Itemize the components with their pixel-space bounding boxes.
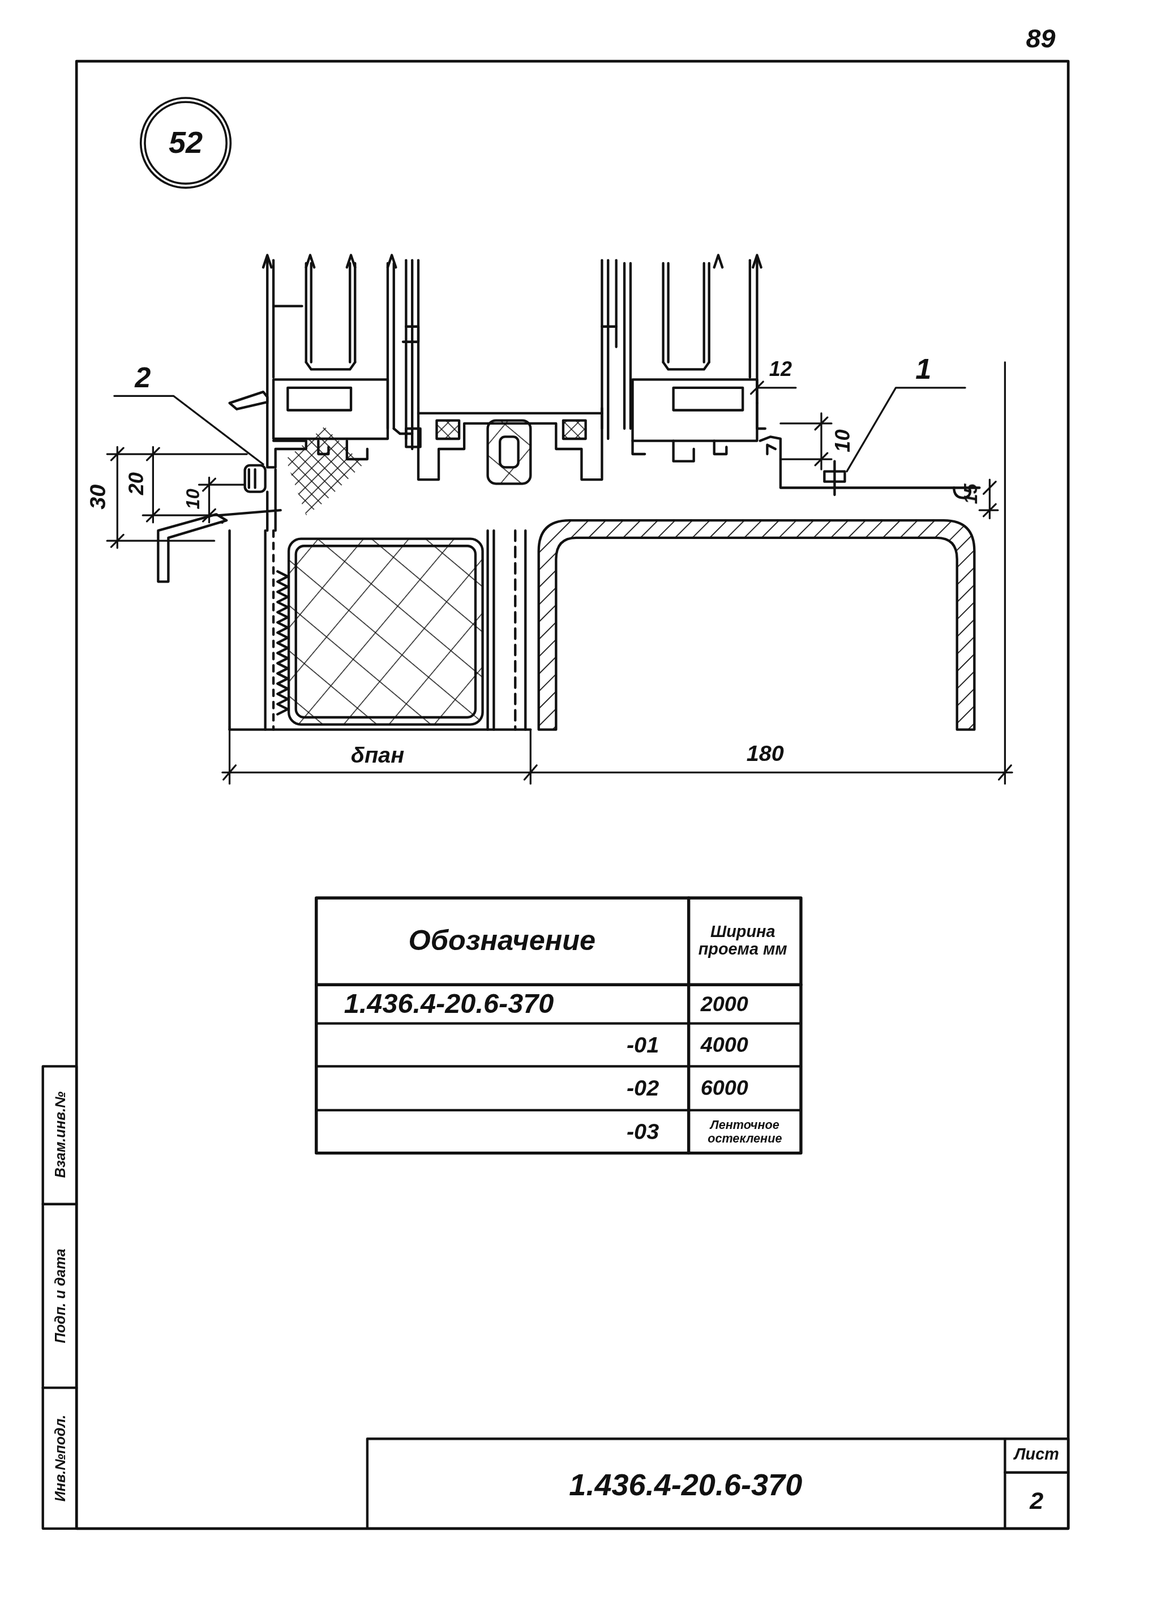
dimension: 10	[832, 429, 854, 453]
stamp-label: Инв.№подл.	[52, 1414, 68, 1502]
table-header: Ширина проема мм	[691, 923, 794, 958]
dimension: 12	[769, 358, 792, 381]
dimension: δпан	[350, 743, 405, 767]
sheet-circle: 52	[139, 96, 232, 189]
dimension: 15	[961, 483, 981, 504]
page-number: 89	[1025, 24, 1056, 53]
table-cell: -01	[626, 1033, 659, 1057]
stamp-label: Подп. и дата	[52, 1248, 68, 1343]
sheet-label: Лист	[1014, 1446, 1060, 1464]
table-cell: 4000	[700, 1033, 749, 1057]
table-cell: -02	[626, 1075, 659, 1100]
table-cell: 1.436.4-20.6-370	[344, 989, 555, 1019]
sheet-number: 2	[1029, 1487, 1044, 1513]
table-cell: Ленточное остекление	[691, 1118, 798, 1144]
dimension: 30	[86, 484, 110, 510]
stamp-label: Взам.инв.№	[52, 1091, 68, 1178]
table-cell: 2000	[700, 992, 749, 1016]
dimension: 180	[746, 740, 784, 765]
document-code: 1.436.4-20.6-370	[568, 1468, 803, 1501]
callout-number: 2	[134, 362, 151, 393]
table-cell: -03	[626, 1119, 659, 1144]
callout-number: 1	[915, 354, 932, 385]
dimension: 20	[126, 472, 148, 495]
dimension: 10	[183, 488, 204, 509]
table-header: Обозначение	[408, 925, 597, 956]
table-cell: 6000	[700, 1076, 749, 1099]
circle-number: 52	[168, 125, 203, 161]
